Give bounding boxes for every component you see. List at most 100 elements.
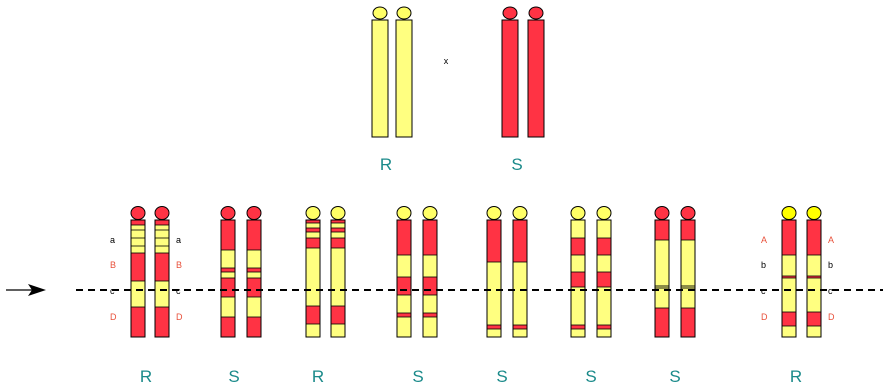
red-segment xyxy=(654,307,670,338)
centromere xyxy=(528,6,544,20)
arrow-head xyxy=(28,284,46,296)
allele-label: a xyxy=(176,235,181,245)
red-segment xyxy=(220,219,236,251)
red-segment xyxy=(330,305,346,325)
centromere xyxy=(512,206,528,220)
allele-label: D xyxy=(828,312,835,322)
offspring-phenotype-label: S xyxy=(228,367,239,386)
offspring-phenotype-label: S xyxy=(585,367,596,386)
red-segment xyxy=(246,267,262,273)
parent-right-chromosome-2 xyxy=(527,6,545,138)
red-segment xyxy=(246,316,262,338)
offspring-pair-6: S xyxy=(570,206,612,386)
red-segment xyxy=(512,219,528,263)
centromere xyxy=(305,206,321,220)
red-segment xyxy=(654,219,670,241)
right-arrow-icon xyxy=(6,284,46,296)
red-segment xyxy=(246,277,262,298)
centromere xyxy=(781,206,797,220)
allele-label: D xyxy=(110,312,117,322)
red-segment xyxy=(305,237,321,249)
red-segment xyxy=(422,276,438,296)
offspring-chromosome xyxy=(512,206,528,338)
offspring-chromosome xyxy=(330,206,346,338)
red-segment xyxy=(570,271,586,288)
red-segment xyxy=(806,275,822,279)
red-segment xyxy=(396,312,412,318)
red-segment xyxy=(154,306,170,338)
chromosome-arm xyxy=(371,19,389,138)
offspring-chromosome xyxy=(246,206,262,338)
centromere xyxy=(396,6,412,20)
centromere xyxy=(130,206,146,220)
red-segment xyxy=(486,219,502,263)
offspring-chromosome xyxy=(781,206,797,338)
offspring-pair-1: aBcDaBcDR xyxy=(110,206,183,386)
offspring-phenotype-label: R xyxy=(140,367,152,386)
red-segment xyxy=(781,219,797,256)
centromere xyxy=(680,206,696,220)
red-segment xyxy=(680,307,696,338)
offspring-chromosome xyxy=(396,206,412,338)
offspring-chromosome xyxy=(305,206,321,338)
offspring-pair-8: AbcDAbcDR xyxy=(761,206,835,386)
red-segment xyxy=(130,219,146,226)
centromere xyxy=(570,206,586,220)
centromere xyxy=(502,6,518,20)
offspring-pair-5: S xyxy=(486,206,528,386)
allele-label: D xyxy=(176,312,183,322)
centromere xyxy=(330,206,346,220)
allele-label: b xyxy=(828,260,833,270)
offspring-phenotype-label: S xyxy=(669,367,680,386)
red-segment xyxy=(330,237,346,249)
allele-label: A xyxy=(828,235,834,245)
allele-label: b xyxy=(761,260,766,270)
offspring-chromosome xyxy=(570,206,586,338)
offspring-chromosome xyxy=(486,206,502,338)
parent-left-chromosome-1 xyxy=(371,6,389,138)
offspring-pair-3: R xyxy=(305,206,346,386)
red-segment xyxy=(305,305,321,325)
cross-symbol: x xyxy=(444,56,449,66)
centromere xyxy=(246,206,262,220)
offspring-chromosome xyxy=(220,206,236,338)
red-segment xyxy=(570,324,586,330)
red-segment xyxy=(220,316,236,338)
offspring-chromosome xyxy=(654,206,670,338)
offspring-pair-2: S xyxy=(220,206,262,386)
allele-label: B xyxy=(176,260,182,270)
allele-label: A xyxy=(761,235,767,245)
allele-label: c xyxy=(828,286,833,296)
offspring-chromosomes: aBcDaBcDRSRSSSSAbcDAbcDR xyxy=(110,206,835,386)
centromere xyxy=(372,6,388,20)
parental-chromosomes: x R S xyxy=(371,6,545,174)
red-segment xyxy=(154,252,170,282)
red-segment xyxy=(422,312,438,318)
chromosome-arm xyxy=(527,19,545,138)
offspring-chromosome xyxy=(422,206,438,338)
offspring-chromosome xyxy=(680,206,696,338)
centromere xyxy=(396,206,412,220)
offspring-phenotype-label: R xyxy=(790,367,802,386)
red-segment xyxy=(246,219,262,251)
red-segment xyxy=(596,324,612,330)
allele-label: a xyxy=(110,235,115,245)
centromere xyxy=(596,206,612,220)
allele-label: D xyxy=(761,312,768,322)
allele-label: B xyxy=(110,260,116,270)
red-segment xyxy=(154,219,170,226)
red-segment xyxy=(570,237,586,256)
parent-left-chromosome-2 xyxy=(395,6,413,138)
parent-left-label: R xyxy=(380,155,392,174)
offspring-pair-7: S xyxy=(654,206,696,386)
parent-right-label: S xyxy=(511,155,522,174)
red-segment xyxy=(130,306,146,338)
centromere xyxy=(654,206,670,220)
offspring-chromosome xyxy=(154,206,170,338)
red-segment xyxy=(305,227,321,233)
red-segment xyxy=(130,252,146,282)
centromere xyxy=(154,206,170,220)
red-segment xyxy=(806,219,822,256)
red-segment xyxy=(330,227,346,233)
